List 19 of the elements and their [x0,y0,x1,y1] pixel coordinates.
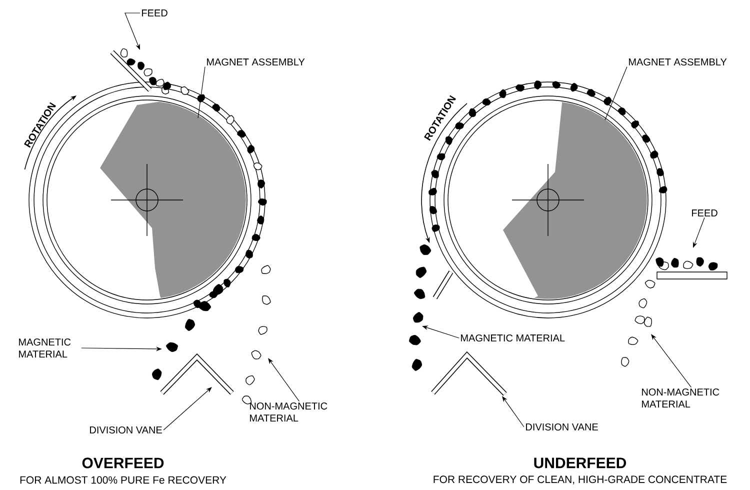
part-label: FEED [692,210,718,216]
subtitle: FOR RECOVERY OF CLEAN, HIGH-GRADE CONCENTRATE [434,476,727,484]
title: OVERFEED [82,458,164,468]
part-label: MAGNETIC MATERIAL [461,334,565,342]
leader-line [198,66,206,118]
title: UNDERFEED [534,458,626,468]
part-label: NON-MAGNETIC MATERIAL [642,388,720,408]
leader-line [502,396,524,428]
subtitle: FOR ALMOST 100% PURE Fe RECOVERY [20,476,226,484]
part-label: NON-MAGNETIC MATERIAL [250,402,328,422]
part-label: FEED [142,10,168,16]
leader-line [651,334,692,388]
part-label: MAGNET ASSEMBLY [629,58,727,66]
part-label: DIVISION VANE [526,423,598,431]
part-label: MAGNETIC MATERIAL [19,338,71,358]
part-label: MAGNET ASSEMBLY [207,58,305,66]
part-label: DIVISION VANE [90,426,162,434]
leader-line [604,66,628,120]
leader-line [268,358,300,402]
